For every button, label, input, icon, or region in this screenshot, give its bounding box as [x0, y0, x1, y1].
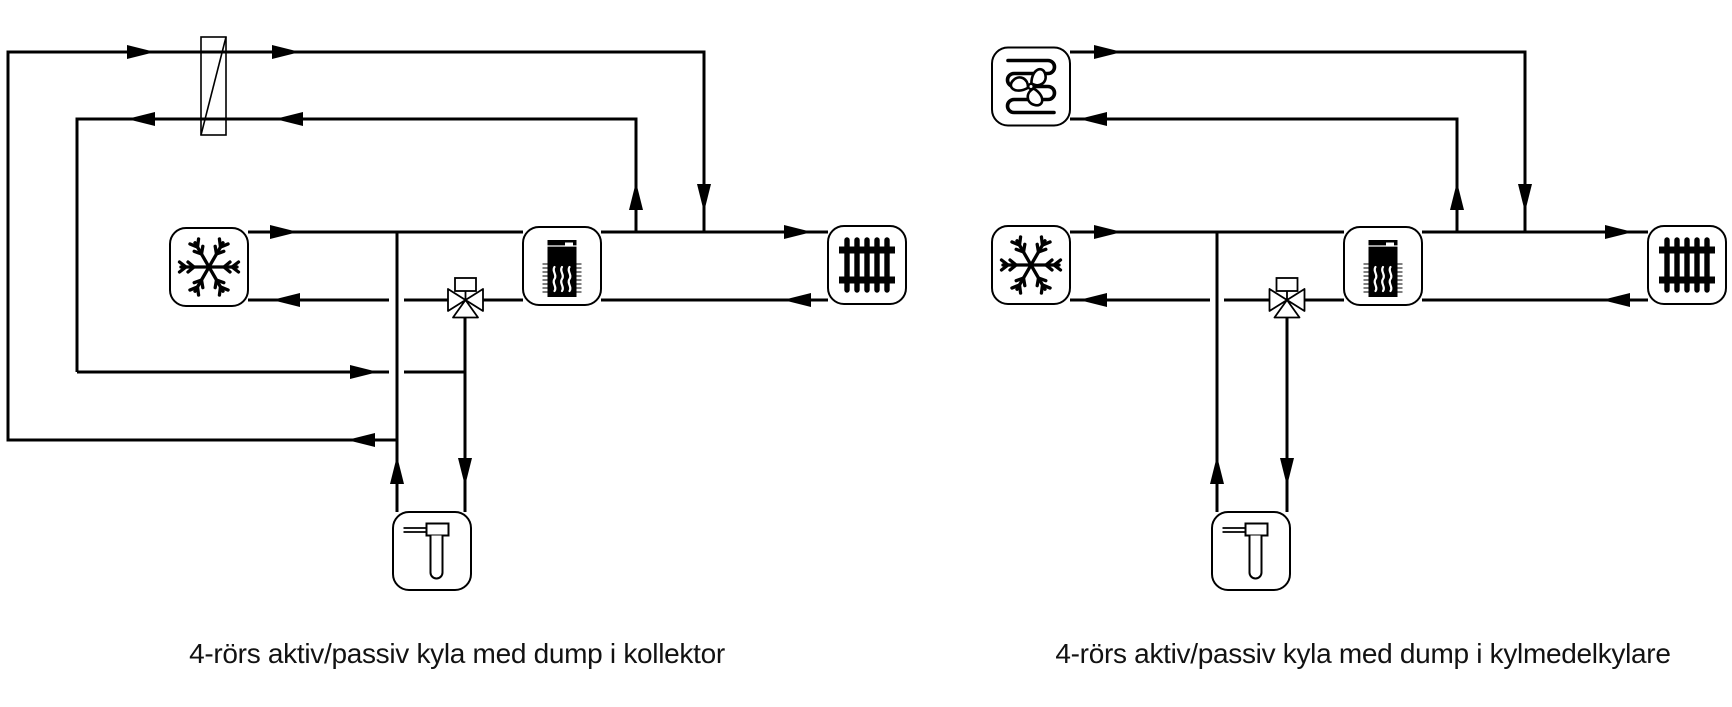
pipes-left — [6, 50, 828, 512]
caption-dump-i-kylmedelkylare: 4-rörs aktiv/passiv kyla med dump i kylm… — [1055, 638, 1671, 669]
diagram-dump-to-dry-cooler — [990, 45, 1726, 591]
heat-pump-icon — [521, 225, 603, 307]
snowflake-cooling-icon — [168, 226, 250, 308]
three-way-valve-icon — [1268, 277, 1306, 319]
three-way-valve-icon — [447, 277, 484, 319]
flow-arrows-left — [127, 45, 812, 486]
radiator-icon — [828, 226, 906, 304]
immersion-sensor-icon — [392, 511, 472, 591]
dry-cooler-fan-icon — [990, 45, 1072, 128]
radiator-icon — [1648, 226, 1726, 304]
immersion-sensor-icon — [1211, 511, 1291, 591]
heat-pump-icon — [1342, 225, 1424, 307]
snowflake-cooling-icon — [990, 224, 1072, 306]
caption-dump-i-kollektor: 4-rörs aktiv/passiv kyla med dump i koll… — [189, 638, 725, 669]
flow-arrows-right — [1079, 45, 1633, 486]
diagram-dump-to-collector — [6, 36, 906, 591]
